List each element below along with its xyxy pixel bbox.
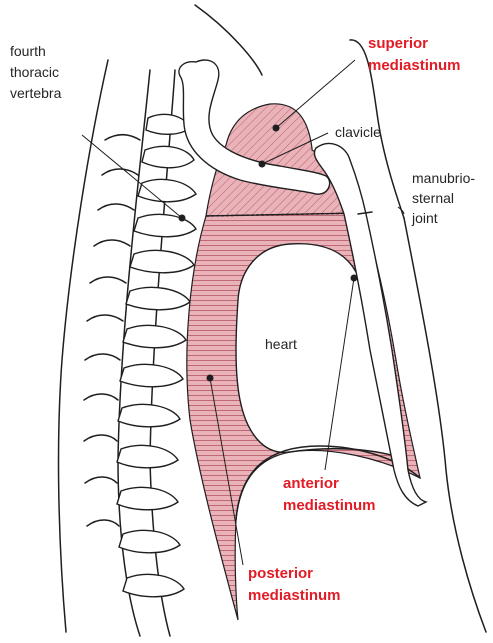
label-fourth-thoracic-vertebra: fourth thoracic vertebra	[10, 43, 63, 101]
label-superior-mediastinum: superior mediastinum	[368, 35, 461, 74]
clavicle-marker	[259, 161, 266, 168]
label-posterior-mediastinum: posterior mediastinum	[248, 565, 341, 604]
anterior-mediastinum-marker	[351, 275, 358, 282]
label-manubriosternal-joint: manubrio- sternal joint	[411, 170, 479, 226]
label-heart: heart	[265, 336, 297, 352]
superior-mediastinum-marker	[273, 125, 280, 132]
fourth-vertebra-marker	[179, 215, 186, 222]
vertebra	[117, 114, 196, 596]
label-anterior-mediastinum: anterior mediastinum	[283, 475, 376, 514]
label-clavicle: clavicle	[335, 124, 381, 140]
vertebral-column	[84, 70, 196, 636]
posterior-mediastinum-marker	[207, 375, 214, 382]
